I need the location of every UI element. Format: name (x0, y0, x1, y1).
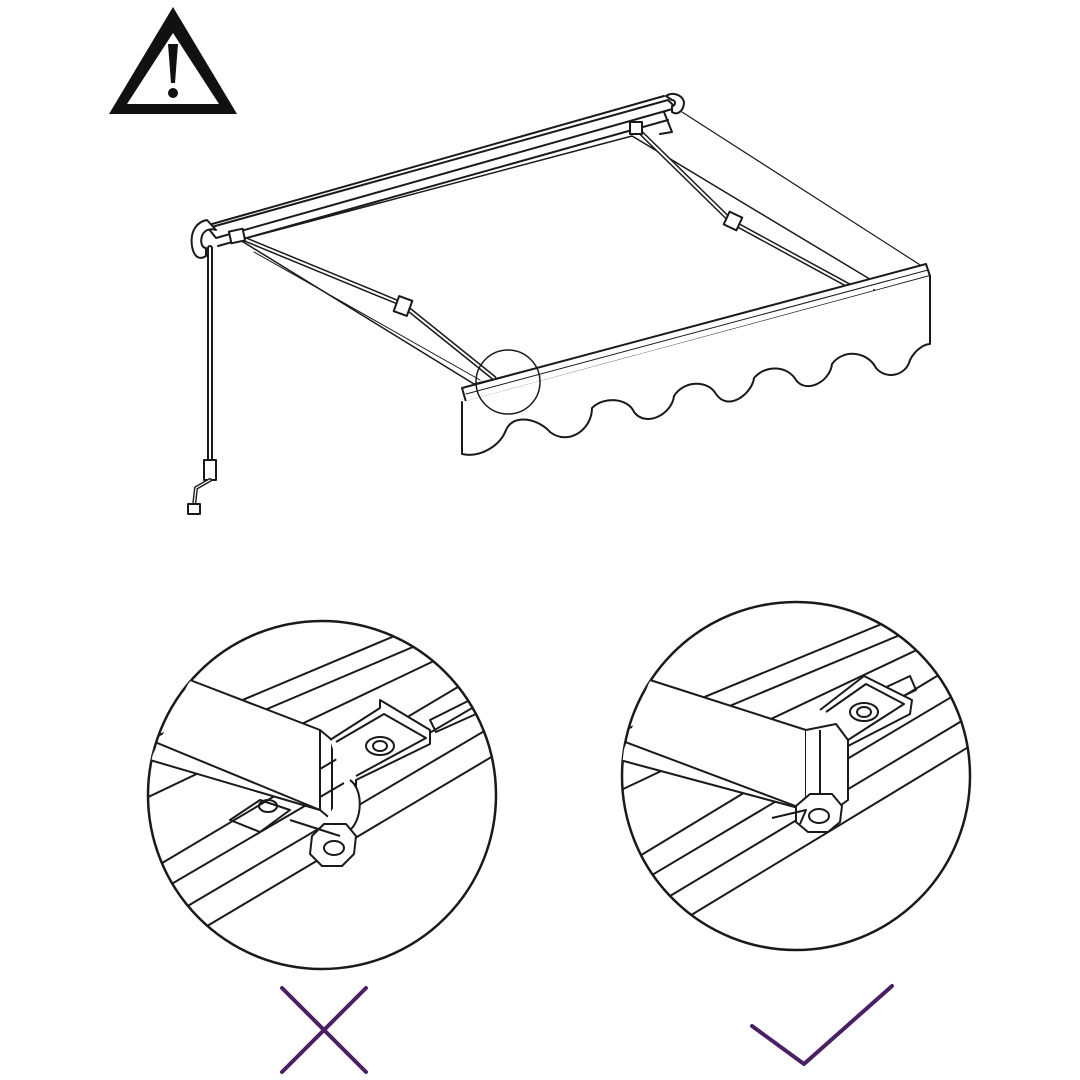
left-end-cap (190, 219, 217, 259)
detail-callout-circle (475, 349, 541, 415)
check-mark-icon (750, 984, 894, 1066)
detail-incorrect (146, 619, 498, 971)
detail-correct (620, 600, 972, 952)
valance (461, 275, 931, 456)
cross-mark-icon (280, 986, 368, 1074)
warning-triangle-icon (109, 7, 237, 114)
right-end-cap (665, 93, 685, 115)
awning-overview (187, 93, 931, 515)
